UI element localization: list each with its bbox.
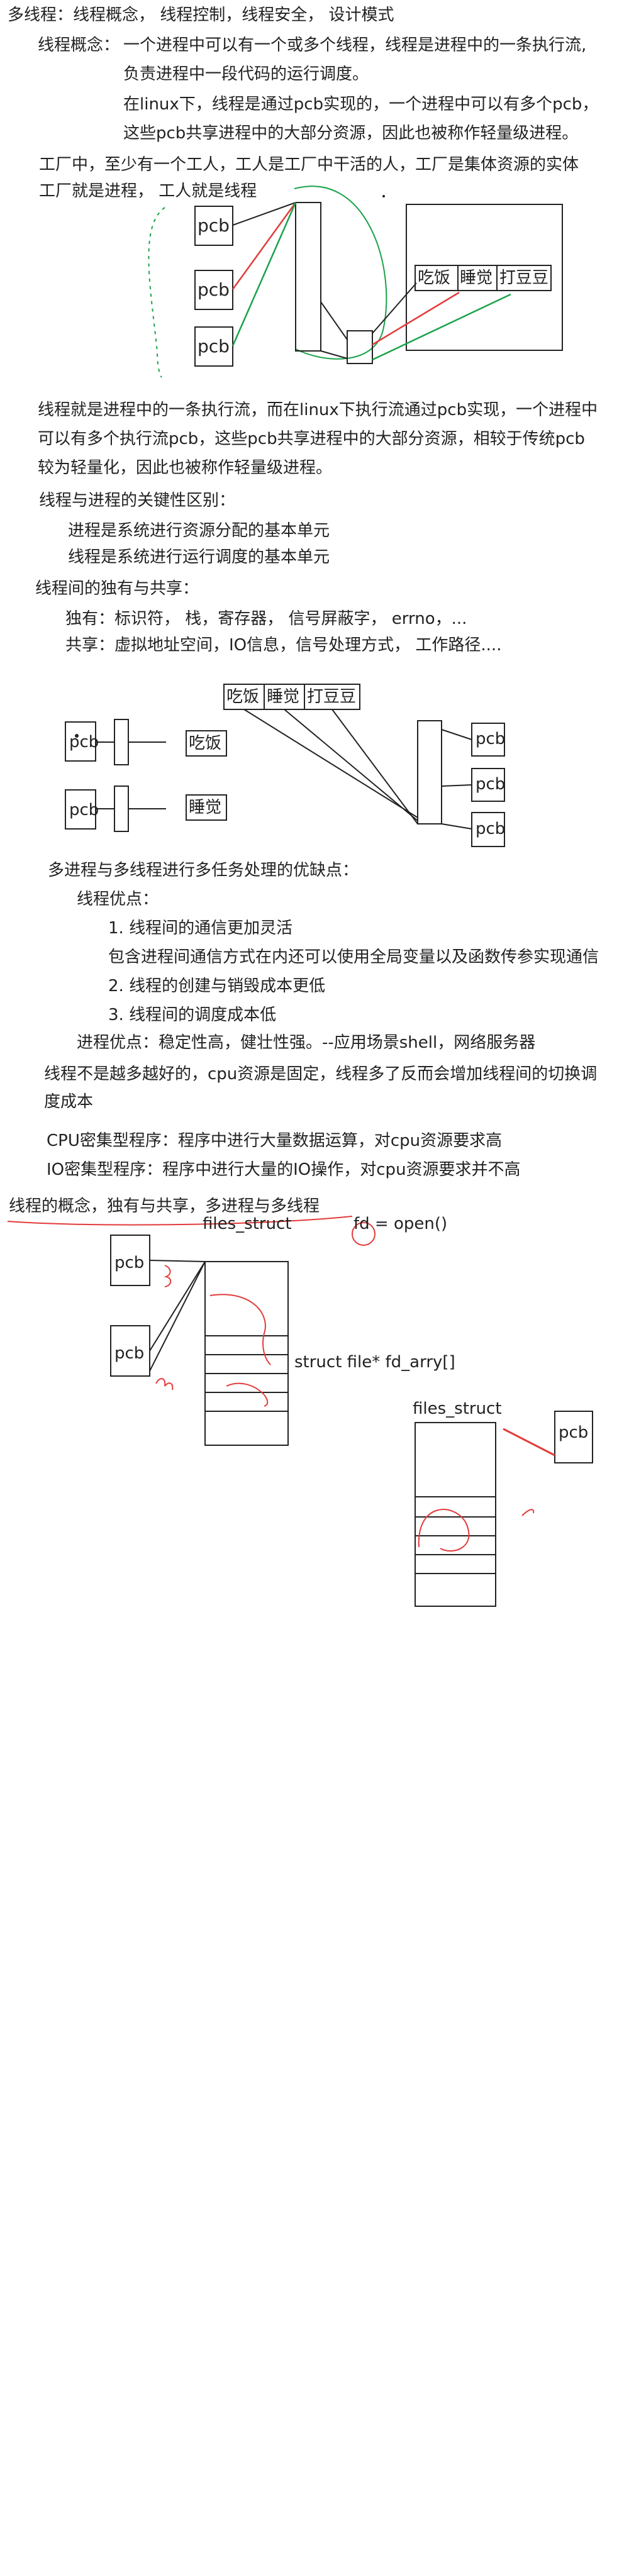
factory-line-1: 工厂中，至少有一个工人，工人是工厂中干活的人，工厂是集体资源的实体 — [39, 155, 579, 174]
share-heading: 线程间的独有与共享： — [35, 579, 199, 598]
proc-pcb-2: pcb — [69, 801, 99, 819]
multi-pcb-2: pcb — [476, 775, 506, 794]
page-title: 多线程：线程概念， 线程控制，线程安全， 设计模式 — [8, 6, 394, 25]
notmore-line-2: 度成本 — [44, 1092, 94, 1111]
concept-line-1: 一个进程中可以有一个或多个线程，线程是进程中的一条执行流, — [123, 36, 587, 55]
fs-pcb-2: pcb — [114, 1344, 145, 1363]
concept-line-3: 在linux下，线程是通过pcb实现的，一个进程中可以有多个pcb， — [123, 95, 599, 114]
proc-sleep: 睡觉 — [189, 798, 222, 817]
label-eat: 吃饭 — [418, 269, 451, 287]
diagram-multi-process — [65, 684, 505, 847]
recap-heading: 线程的概念，独有与共享，多进程与多线程 — [9, 1197, 320, 1216]
diff-item-1: 进程是系统进行资源分配的基本单元 — [68, 521, 330, 540]
cpu-bound: CPU密集型程序：程序中进行大量数据运算，对cpu资源要求高 — [47, 1131, 503, 1150]
share-own: 独有：标识符， 栈，寄存器， 信号屏蔽字， errno，... — [65, 609, 467, 628]
proc-eat: 吃饭 — [189, 734, 222, 753]
files-struct-label: files_struct — [203, 1214, 292, 1233]
diff-item-2: 线程是系统进行运行调度的基本单元 — [68, 548, 330, 567]
multi-pcb-3: pcb — [476, 819, 506, 838]
concept-line-4: 这些pcb共享进程中的大部分资源，因此也被称作轻量级进程。 — [123, 124, 579, 143]
io-bound: IO密集型程序：程序中进行大量的IO操作，对cpu资源要求并不高 — [47, 1160, 521, 1179]
proc-pcb-1: pcb — [69, 733, 99, 752]
pros-heading: 多进程与多线程进行多任务处理的优缺点： — [48, 861, 359, 880]
notmore-line-1: 线程不是越多越好的，cpu资源是固定，线程多了反而会增加线程间的切换调 — [44, 1065, 598, 1084]
label-beans: 打豆豆 — [499, 269, 549, 287]
thread-pros-heading: 线程优点： — [77, 890, 159, 909]
fd-arry-label: struct file* fd_arry[] — [294, 1353, 455, 1372]
diagram-process-threads — [148, 186, 563, 377]
multi-label-eat: 吃饭 — [226, 687, 260, 706]
concept-line-2: 负责进程中一段代码的运行调度。 — [123, 65, 369, 84]
pro-1b: 包含进程间通信方式在内还可以使用全局变量以及函数传参实现通信 — [108, 948, 599, 967]
pcb-box-2: pcb — [198, 279, 230, 300]
multi-pcb-1: pcb — [476, 730, 506, 748]
fs-pcb-3: pcb — [559, 1423, 589, 1442]
concept-label: 线程概念： — [38, 36, 120, 55]
process-pros: 进程优点：稳定性高，健壮性强。--应用场景shell，网络服务器 — [77, 1033, 536, 1052]
pro-1: 1. 线程间的通信更加灵活 — [108, 919, 293, 938]
pcb-box-1: pcb — [198, 215, 230, 236]
pcb-box-3: pcb — [198, 336, 230, 357]
pro-2: 2. 线程的创建与销毁成本更低 — [108, 977, 326, 996]
diff-heading: 线程与进程的关键性区别： — [39, 491, 236, 510]
diagram-files-struct — [7, 1216, 593, 1607]
multi-label-beans: 打豆豆 — [307, 687, 357, 706]
pro-3: 3. 线程间的调度成本低 — [108, 1006, 277, 1024]
summary-line-1: 线程就是进程中的一条执行流，而在linux下执行流通过pcb实现，一个进程中 — [38, 401, 598, 419]
label-sleep: 睡觉 — [460, 269, 493, 287]
files-struct-label-2: files_struct — [413, 1399, 502, 1418]
fd-open-label: fd = open() — [353, 1214, 448, 1233]
summary-line-2: 可以有多个执行流pcb，这些pcb共享进程中的大部分资源，相较于传统pcb — [38, 430, 585, 448]
summary-line-3: 较为轻量化，因此也被称作轻量级进程。 — [38, 458, 333, 477]
fs-pcb-1: pcb — [114, 1253, 145, 1272]
multi-label-sleep: 睡觉 — [267, 687, 300, 706]
share-common: 共享：虚拟地址空间，IO信息，信号处理方式， 工作路径.... — [65, 636, 502, 655]
factory-line-2: 工厂就是进程， 工人就是线程 — [39, 182, 257, 201]
